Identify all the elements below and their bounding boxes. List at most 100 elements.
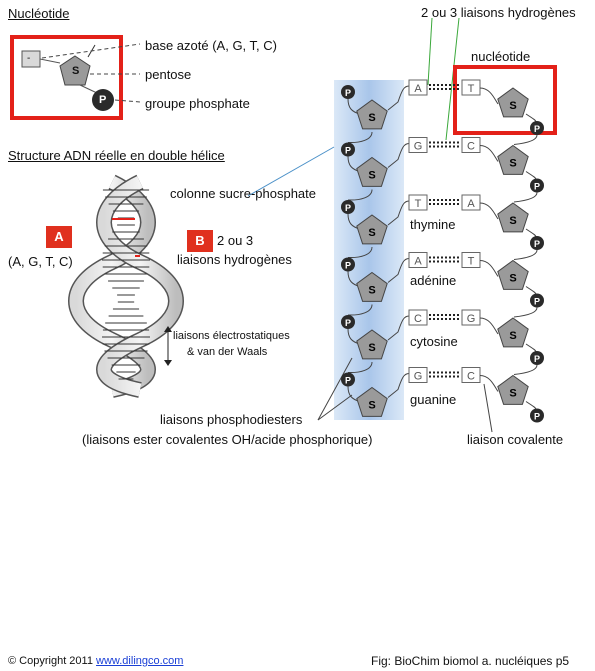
left-base-letter: C bbox=[414, 313, 422, 325]
right-phosphate-circle bbox=[530, 293, 544, 308]
left-phosphate-letter: P bbox=[345, 261, 351, 271]
left-base-box bbox=[408, 309, 428, 326]
left-phosphodiester-link bbox=[347, 131, 373, 144]
right-backbone-link bbox=[525, 171, 537, 180]
right-phosphate-letter: P bbox=[534, 182, 540, 192]
left-phosphate-letter: P bbox=[345, 88, 351, 98]
covalent-label: liaison covalente bbox=[467, 432, 564, 447]
right-base-letter: A bbox=[467, 198, 475, 210]
right-phosphate-letter: P bbox=[534, 239, 540, 249]
right-base-letter: G bbox=[467, 313, 476, 325]
top-hbonds-label: 2 ou 3 liaisons hydrogènes bbox=[421, 5, 576, 20]
right-base-letter: T bbox=[468, 256, 475, 268]
copyright-symbol: © bbox=[8, 655, 17, 667]
left-sugar-pentagon bbox=[356, 214, 388, 245]
left-base-box bbox=[408, 137, 428, 153]
left-sugar-pentagon bbox=[356, 156, 388, 187]
right-backbone-link bbox=[525, 228, 537, 238]
right-phosphate-circle bbox=[530, 236, 544, 250]
footer-caption: Fig: BioChim biomol a. nucléiques p5 bbox=[371, 654, 570, 668]
right-phosphate-circle bbox=[530, 121, 544, 135]
badge-b: B bbox=[187, 230, 213, 252]
right-sugar-base-link bbox=[479, 260, 499, 277]
left-sugar-base-link bbox=[387, 200, 410, 226]
right-backbone-link bbox=[525, 401, 537, 410]
double-helix bbox=[68, 174, 184, 398]
left-sugar-base-link bbox=[387, 373, 410, 398]
right-sugar-base-link bbox=[479, 317, 499, 335]
stacking-label-line1: liaisons électrostatiques bbox=[173, 330, 290, 342]
left-phosphate-circle bbox=[341, 257, 355, 272]
left-base-box bbox=[408, 194, 428, 211]
stacking-label-line2: & van der Waals bbox=[187, 346, 268, 358]
right-sugar-letter: S bbox=[509, 273, 516, 285]
left-base-box bbox=[408, 252, 428, 268]
left-base-letter: A bbox=[414, 83, 422, 95]
badge-a: A bbox=[46, 226, 72, 248]
right-sugar-pentagon bbox=[497, 317, 529, 348]
right-sugar-pentagon bbox=[497, 87, 529, 118]
right-base-letter: C bbox=[467, 141, 475, 153]
right-sugar-letter: S bbox=[509, 158, 516, 170]
nucleotide-right-label: nucléotide bbox=[471, 49, 531, 64]
left-phosphate-circle bbox=[341, 315, 355, 329]
right-phosphate-circle bbox=[530, 351, 544, 365]
left-sugar-letter: S bbox=[368, 342, 375, 354]
helix-title: Structure ADN réelle en double hélice bbox=[8, 148, 225, 163]
hbonds-label-line1: 2 ou 3 bbox=[217, 233, 254, 248]
left-base-letter: G bbox=[414, 141, 423, 153]
right-phosphate-circle bbox=[530, 408, 544, 423]
right-phosphodiester-link bbox=[513, 364, 538, 375]
right-phosphate-letter: P bbox=[534, 412, 540, 422]
right-sugar-pentagon bbox=[497, 374, 529, 405]
left-base-box bbox=[408, 79, 428, 96]
left-base-letter: G bbox=[414, 371, 423, 383]
right-backbone-link bbox=[525, 343, 537, 353]
phosphodiester-line2: (liaisons ester covalentes OH/acide phos… bbox=[82, 432, 373, 447]
left-sugar-pentagon bbox=[356, 329, 388, 360]
left-sugar-base-link bbox=[387, 258, 410, 283]
website-link[interactable]: www.dilingco.com bbox=[96, 655, 184, 667]
left-sugar-letter: S bbox=[368, 112, 375, 124]
left-phosphodiester-link bbox=[347, 361, 373, 374]
left-sugar-letter: S bbox=[368, 170, 375, 182]
left-phosphodiester-link bbox=[347, 189, 373, 201]
right-sugar-base-link bbox=[479, 375, 499, 392]
left-base-box bbox=[408, 367, 428, 383]
left-phosphate-letter: P bbox=[345, 376, 351, 386]
row-name-guanine: guanine bbox=[410, 392, 457, 407]
left-phosphate-circle bbox=[341, 200, 355, 214]
left-base-letter: T bbox=[415, 198, 422, 210]
footer-copyright: © Copyright 2011 www.dilingco.com bbox=[8, 654, 183, 669]
right-phosphodiester-link bbox=[513, 307, 538, 318]
nucleotide-title: Nucléotide bbox=[8, 6, 70, 21]
right-phosphate-circle bbox=[530, 178, 544, 193]
base-square bbox=[21, 50, 41, 68]
phosphate-letter: P bbox=[99, 94, 107, 106]
copyright-text: Copyright 2011 bbox=[19, 655, 93, 667]
left-sugar-letter: S bbox=[368, 400, 375, 412]
right-backbone-link bbox=[525, 113, 537, 123]
left-sugar-base-link bbox=[387, 143, 410, 168]
row-name-adenine: adénine bbox=[410, 273, 457, 288]
left-sugar-base-link bbox=[387, 315, 410, 341]
right-sugar-letter: S bbox=[509, 215, 516, 227]
base-label: base azoté (A, G, T, C) bbox=[145, 38, 277, 53]
phosphodiester-line1: liaisons phosphodiesters bbox=[160, 412, 303, 427]
base-letter: - bbox=[27, 53, 31, 64]
left-sugar-pentagon bbox=[356, 99, 388, 130]
right-phosphate-letter: P bbox=[534, 124, 540, 134]
phosphate-circle bbox=[92, 89, 114, 111]
nucleotide-right-highlight-box bbox=[453, 65, 557, 135]
left-phosphate-circle bbox=[341, 142, 355, 157]
nucleotide-icon bbox=[21, 43, 141, 111]
row-name-thymine: thymine bbox=[410, 217, 456, 232]
right-sugar-letter: S bbox=[509, 330, 516, 342]
right-phosphodiester-link bbox=[513, 249, 538, 260]
right-base-letter: T bbox=[468, 83, 475, 95]
left-base-letter: A bbox=[414, 256, 422, 268]
right-sugar-base-link bbox=[479, 202, 499, 220]
right-phosphate-letter: P bbox=[534, 354, 540, 364]
row-name-cytosine: cytosine bbox=[410, 334, 458, 349]
